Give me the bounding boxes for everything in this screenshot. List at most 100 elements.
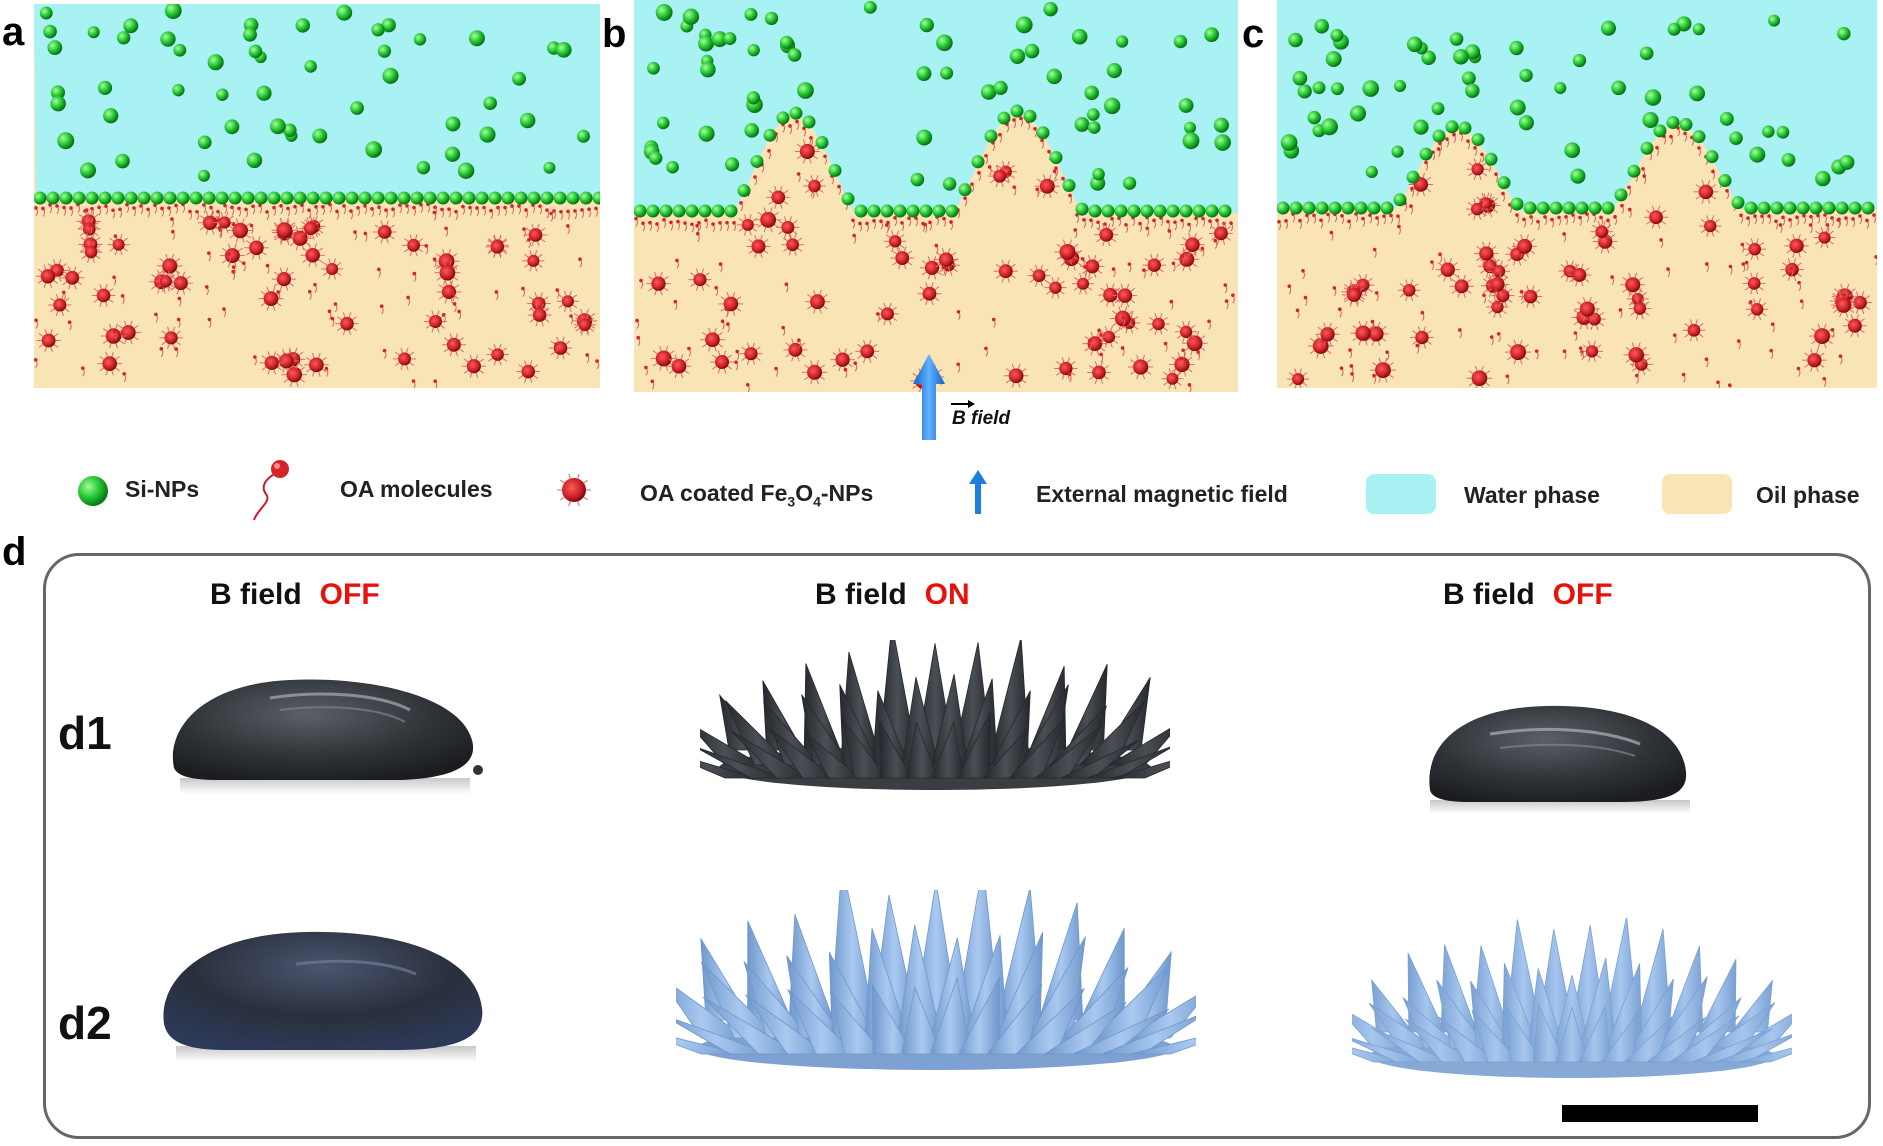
si-np — [1315, 201, 1329, 215]
si-np — [197, 169, 210, 182]
panel-label-a: a — [2, 10, 25, 54]
si-np — [483, 96, 497, 110]
si-np — [416, 160, 431, 175]
si-np — [1312, 81, 1326, 95]
si-np — [893, 204, 907, 218]
si-np — [1292, 70, 1308, 86]
col3-state: OFF — [1552, 578, 1613, 611]
si-np — [1839, 154, 1855, 170]
fe3o4-np — [321, 258, 344, 280]
si-np — [381, 18, 396, 33]
si-np — [116, 31, 131, 45]
fe3o4-np-icon — [557, 473, 591, 507]
si-np — [449, 191, 463, 205]
spike — [1578, 1004, 1612, 1063]
row-label-d2: d2 — [58, 997, 112, 1049]
si-np — [1214, 134, 1231, 151]
si-np — [1718, 174, 1732, 188]
si-np — [971, 155, 985, 169]
si-np — [479, 126, 496, 143]
si-np — [1614, 188, 1628, 202]
fe3o4-np — [783, 338, 808, 362]
si-np — [527, 191, 541, 205]
si-np — [1393, 79, 1407, 93]
si-np — [197, 135, 212, 150]
si-np — [1848, 201, 1862, 215]
si-np — [413, 33, 427, 46]
fe3o4-np — [527, 303, 552, 327]
si-np — [1204, 27, 1220, 43]
si-np — [1639, 46, 1654, 61]
vector-arrow-icon — [951, 400, 975, 408]
fe3o4-np — [803, 175, 826, 197]
si-np — [1009, 48, 1026, 64]
fe3o4-np — [1567, 263, 1592, 287]
si-np — [160, 31, 176, 47]
si-np — [207, 54, 224, 71]
scene-a-flat-interface — [34, 4, 600, 388]
si-np — [1365, 165, 1378, 179]
fe3o4-np — [1682, 319, 1706, 342]
si-np — [1510, 197, 1524, 211]
si-np — [737, 184, 751, 198]
si-np — [256, 85, 272, 101]
spike — [1504, 1004, 1544, 1063]
si-np — [787, 48, 802, 62]
fe3o4-np — [259, 351, 284, 375]
si-np — [216, 88, 229, 101]
si-np — [1644, 89, 1662, 106]
fe3o4-np — [402, 234, 425, 257]
si-np — [47, 40, 63, 56]
si-np — [1184, 121, 1197, 134]
si-np — [514, 191, 528, 205]
si-np — [137, 191, 151, 205]
si-np — [46, 191, 60, 205]
fe3o4-np — [461, 354, 486, 378]
si-np — [1770, 201, 1784, 215]
si-np — [1341, 201, 1355, 215]
si-np — [176, 191, 190, 205]
scale-bar — [1562, 1105, 1758, 1122]
si-np — [111, 191, 125, 205]
spike — [1015, 987, 1085, 1055]
si-np — [698, 125, 715, 142]
si-np — [1049, 150, 1063, 164]
si-np — [841, 192, 855, 206]
si-np — [1280, 134, 1298, 151]
col1-state: OFF — [319, 578, 380, 611]
si-np — [682, 8, 700, 25]
si-np — [993, 80, 1008, 95]
si-np — [1562, 201, 1576, 215]
si-np — [672, 204, 686, 218]
si-np — [163, 191, 177, 205]
si-np — [1549, 201, 1563, 215]
si-np — [1084, 85, 1099, 101]
fe3o4-np — [244, 235, 269, 260]
si-np — [228, 191, 242, 205]
si-np — [1328, 201, 1342, 215]
fe3o4-np — [1620, 272, 1646, 297]
si-np — [1010, 104, 1024, 118]
spike — [1471, 1009, 1521, 1063]
fe3o4-np — [1466, 158, 1489, 180]
spike — [1623, 1016, 1673, 1063]
fe3o4-np — [1147, 313, 1170, 335]
si-np-icon — [78, 476, 108, 506]
spike — [1101, 1015, 1196, 1055]
fe3o4-np — [298, 217, 323, 240]
fe3o4-np — [573, 313, 597, 336]
si-np — [555, 42, 572, 58]
fe3o4-np — [486, 343, 509, 366]
fe3o4-np — [1644, 205, 1668, 229]
fe3o4-np — [1512, 234, 1538, 259]
fe3o4-np — [1112, 283, 1138, 308]
fe3o4-np — [1351, 274, 1375, 297]
spike — [829, 991, 886, 1055]
si-np — [942, 177, 957, 191]
si-np — [997, 111, 1011, 125]
si-np — [1796, 201, 1810, 215]
fe3o4-np — [933, 247, 959, 272]
fe3o4-np — [1097, 326, 1121, 348]
si-np — [1043, 1, 1058, 17]
si-np — [1046, 68, 1062, 85]
